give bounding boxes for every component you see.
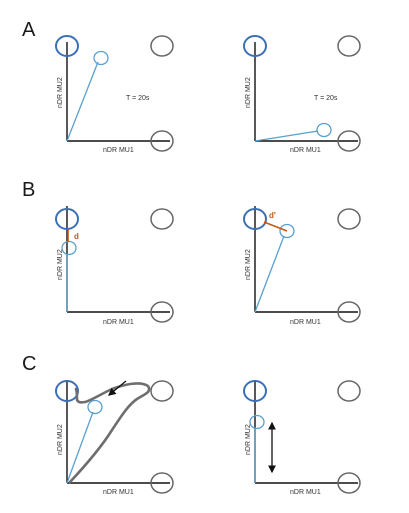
target-gray-top-right (150, 208, 174, 230)
panel-c-right: nDR MU2 nDR MU1 (243, 380, 361, 496)
panel-c-left: nDR MU2 nDR MU1 (55, 380, 174, 496)
y-axis-label: nDR MU2 (245, 249, 252, 280)
panel-letter-c: C (22, 353, 36, 375)
target-blue (243, 35, 267, 57)
panel-letter-b: B (22, 179, 35, 201)
x-axis-label: nDR MU1 (290, 147, 321, 154)
y-axis-label: nDR MU2 (57, 424, 64, 455)
target-blue (55, 35, 79, 57)
cursor (93, 50, 109, 66)
target-gray-bottom-right (150, 130, 174, 152)
target-gray-bottom-right (150, 472, 174, 494)
target-gray-bottom-right (337, 472, 361, 494)
y-axis-label: nDR MU2 (245, 77, 252, 108)
panel-b-left: d nDR MU2 nDR MU1 (55, 206, 174, 326)
distance-label: d (74, 232, 79, 241)
panel-letter-a: A (22, 19, 36, 41)
cursor-path (254, 130, 319, 142)
trajectory (68, 382, 151, 484)
y-axis-label: nDR MU2 (245, 424, 252, 455)
target-gray-top-right (337, 208, 361, 230)
target-gray-top-right (337, 35, 361, 57)
target-gray-bottom-right (337, 130, 361, 152)
x-axis-label: nDR MU1 (103, 319, 134, 326)
x-axis-label: nDR MU1 (103, 489, 134, 496)
target-blue (55, 380, 79, 402)
target-gray-top-right (337, 380, 361, 402)
y-axis-label: nDR MU2 (57, 77, 64, 108)
target-gray-top-right (150, 380, 174, 402)
y-axis-label: nDR MU2 (57, 249, 64, 280)
cursor (87, 399, 103, 415)
target-gray-top-right (150, 35, 174, 57)
target-blue (243, 208, 267, 230)
time-label: T = 20s (126, 95, 150, 102)
cursor (61, 240, 77, 256)
target-gray-bottom-right (337, 301, 361, 323)
cursor (316, 122, 332, 138)
x-axis-label: nDR MU1 (290, 319, 321, 326)
cursor (249, 414, 265, 430)
target-blue (243, 380, 267, 402)
cursor-path (66, 411, 94, 484)
distance-label: d' (269, 211, 276, 220)
distance-line (263, 221, 288, 232)
arrow-icon (107, 380, 127, 396)
panel-b-right: d' nDR MU2 nDR MU1 (243, 206, 361, 326)
cursor (279, 223, 295, 239)
cursor-path (254, 235, 285, 313)
target-blue (55, 208, 79, 230)
panel-a-right: T = 20s nDR MU2 nDR MU1 (243, 35, 361, 154)
time-label: T = 20s (314, 95, 338, 102)
x-axis-label: nDR MU1 (103, 147, 134, 154)
panel-a-left: T = 20s nDR MU2 nDR MU1 (55, 35, 174, 154)
x-axis-label: nDR MU1 (290, 489, 321, 496)
cursor-path (66, 61, 99, 142)
target-gray-bottom-right (150, 301, 174, 323)
